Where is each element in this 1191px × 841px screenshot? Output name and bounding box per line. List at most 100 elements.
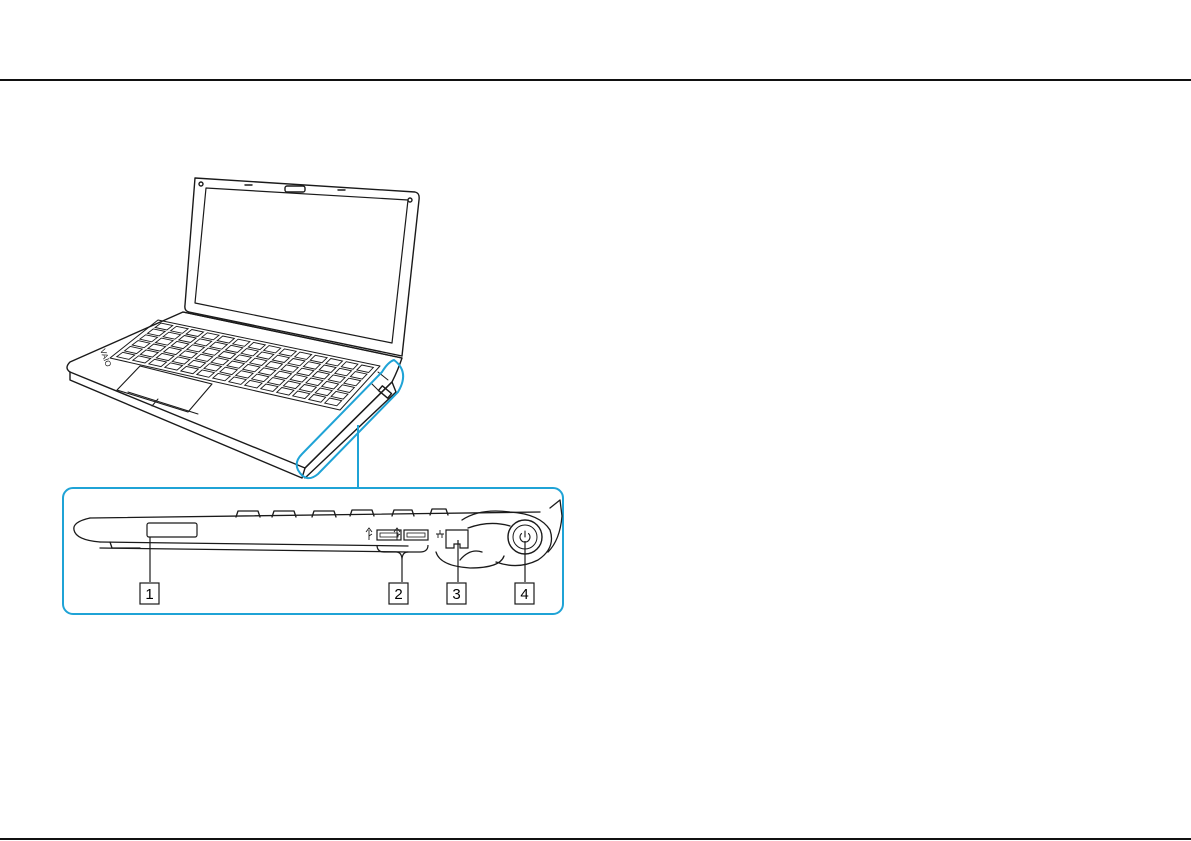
keyboard-key	[180, 351, 198, 358]
keyboard-key	[186, 330, 203, 337]
keyboard-key	[338, 385, 355, 393]
keyboard-key	[194, 339, 211, 346]
callout-number: 2	[394, 586, 402, 603]
keyboard-key	[350, 372, 367, 380]
keyboard-key	[248, 342, 265, 349]
keyboard-key	[172, 357, 190, 364]
keyboard-key	[163, 332, 181, 339]
keyboard-key	[148, 329, 166, 336]
keyboard-key	[288, 359, 305, 366]
callout-2: 2	[389, 583, 408, 604]
keyboard-key	[156, 353, 174, 360]
touchpad	[117, 366, 212, 412]
keyboard-key	[319, 365, 336, 373]
keyboard-key	[179, 336, 197, 343]
keyboard-key	[299, 385, 316, 393]
keyboard-key	[257, 352, 274, 359]
keyboard-key	[211, 358, 228, 365]
keyboard-key	[187, 345, 205, 352]
keyboard-key	[322, 381, 339, 389]
keyboard-key	[171, 326, 189, 333]
keyboard-key	[265, 362, 282, 369]
keyboard-key	[165, 363, 183, 370]
callout-1: 1	[140, 583, 159, 604]
footer-rule	[0, 838, 1191, 840]
keyboard-key	[148, 344, 166, 351]
keyboard-key	[328, 375, 345, 383]
keyboard-key	[218, 352, 235, 359]
keyboard-key	[213, 373, 231, 380]
keyboard-key	[236, 371, 253, 378]
keyboard-key	[341, 362, 358, 370]
keyboard-key	[181, 366, 199, 373]
keyboard-key	[268, 378, 285, 386]
keyboard-key	[220, 367, 237, 374]
keyboard-key	[203, 348, 220, 355]
webcam-icon	[285, 186, 305, 192]
keyboard-key	[164, 347, 182, 354]
keyboard-key	[241, 349, 258, 356]
keyboard-key	[306, 378, 323, 386]
keyboard-key	[279, 349, 296, 356]
keyboard-key	[245, 380, 262, 388]
vaio-logo: VAIO	[98, 348, 113, 368]
usb-port-2	[404, 530, 428, 540]
callout-3: 3	[447, 583, 466, 604]
keyboard-key	[132, 341, 150, 348]
network-port	[446, 530, 468, 548]
callout-number: 4	[520, 586, 528, 603]
keyboard-key	[226, 345, 243, 352]
callout-number: 3	[452, 586, 460, 603]
keyboard-key	[250, 358, 267, 365]
laptop-illustration: VAIO	[67, 178, 419, 478]
callout-4: 4	[515, 583, 534, 604]
keyboard-key	[217, 336, 234, 343]
keyboard-key	[290, 375, 307, 383]
keyboard-key	[297, 368, 314, 375]
keyboard-key	[274, 371, 291, 379]
keyboard-key	[155, 323, 173, 330]
keyboard-key	[283, 381, 300, 389]
keyboard-key	[140, 350, 158, 357]
keyboard-key	[195, 354, 213, 361]
keyboard-key	[326, 359, 343, 366]
keyboard-key	[293, 391, 310, 399]
callout-number: 1	[145, 586, 153, 603]
keyboard-key	[357, 365, 374, 373]
keyboard-key	[252, 374, 269, 382]
laptop-lid	[185, 178, 419, 356]
keyboard-keys	[117, 323, 374, 406]
keyboard-key	[243, 364, 260, 371]
keyboard-key	[204, 364, 221, 371]
keyboard-key	[315, 388, 332, 396]
keyboard-key	[227, 361, 244, 368]
keyboard-key	[259, 368, 276, 375]
keyboard-key	[233, 339, 250, 346]
keyboard-key	[133, 356, 151, 363]
keyboard-key	[229, 377, 246, 385]
keyboard-key	[310, 355, 327, 362]
keyboard-key	[140, 335, 158, 342]
keyboard-key	[264, 346, 281, 353]
leader-2-bracket	[377, 545, 428, 582]
network-icon	[436, 530, 444, 538]
keyboard-key	[304, 362, 321, 370]
keyboard-key	[325, 398, 342, 406]
keyboard-key	[234, 355, 251, 362]
keyboard-key	[309, 395, 326, 403]
keyboard-key	[117, 352, 135, 359]
laptop-right-side-figure: VAIO	[0, 0, 600, 640]
keyboard-key	[331, 391, 348, 399]
keyboard-key	[281, 365, 298, 373]
keyboard-key	[295, 352, 312, 359]
keyboard-key	[261, 384, 278, 392]
keyboard-key	[149, 359, 167, 366]
keyboard-key	[272, 355, 289, 362]
keyboard-key	[277, 388, 294, 396]
keyboard-key	[344, 378, 361, 386]
usb-icon	[366, 528, 372, 540]
keyboard-key	[197, 370, 215, 377]
keyboard-key	[313, 372, 330, 380]
power-icon	[520, 531, 530, 542]
memory-card-slot	[147, 523, 197, 537]
